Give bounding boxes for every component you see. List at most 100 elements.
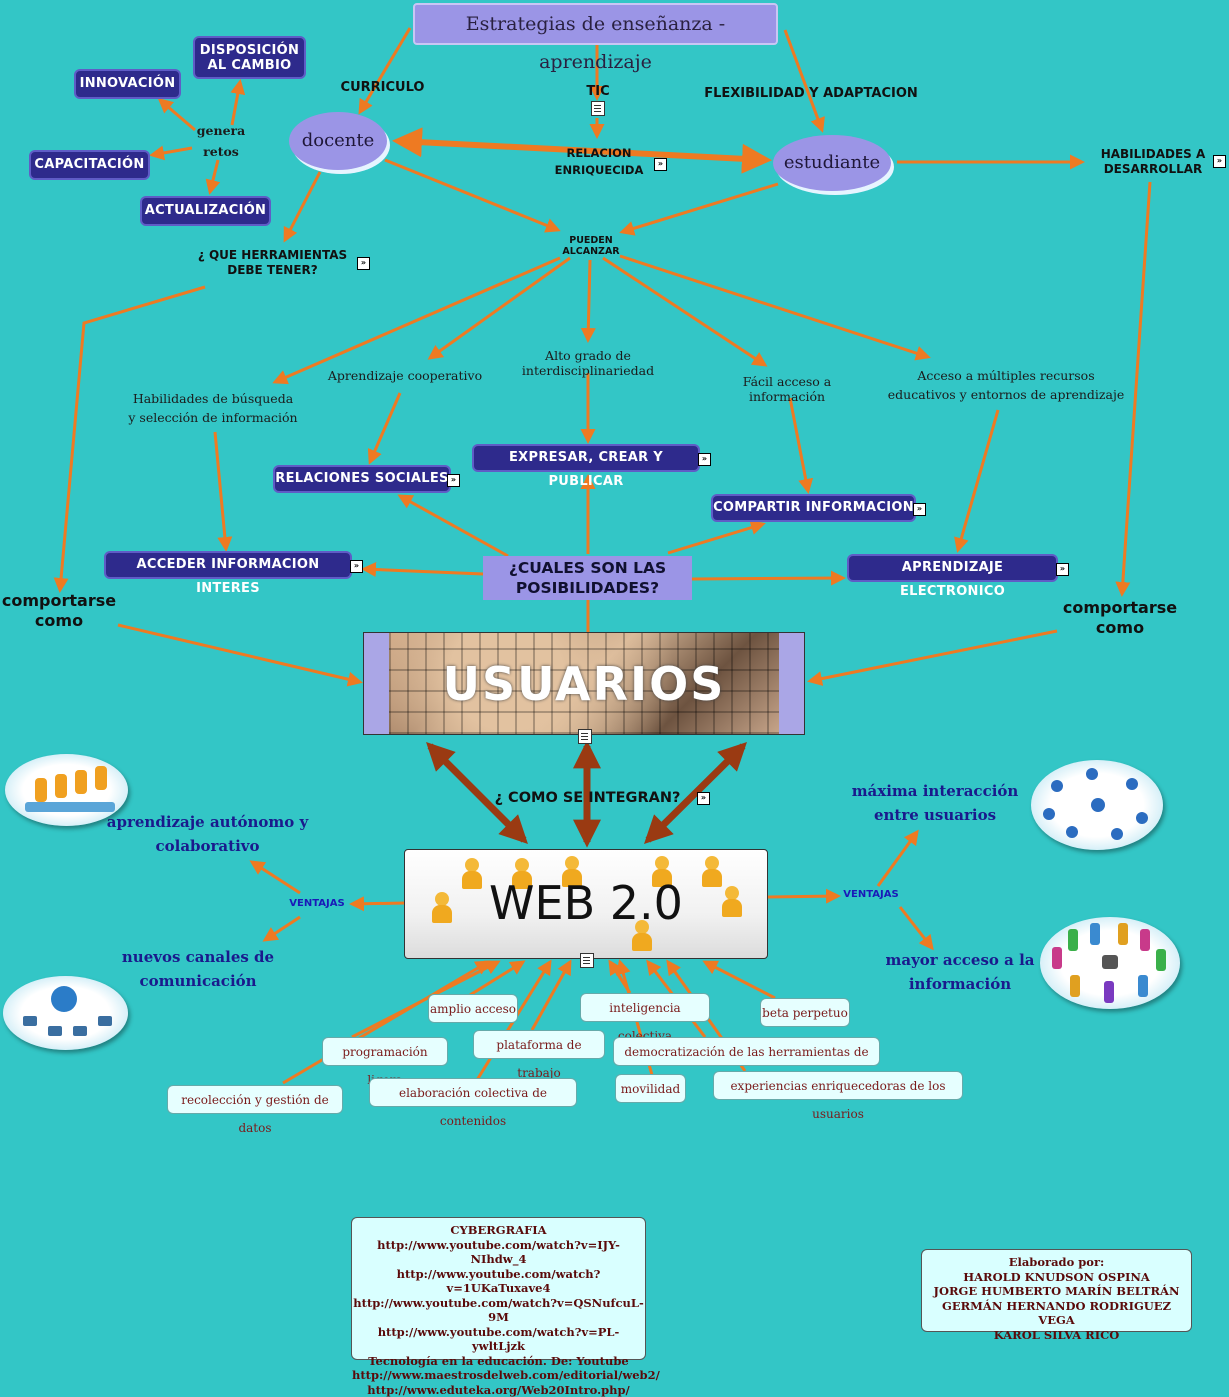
- label-relacion: RELACION ENRIQUECIDA: [546, 145, 652, 179]
- node-usuarios[interactable]: USUARIOS: [363, 632, 805, 735]
- node-cuales-son[interactable]: ¿CUALES SON LAS POSIBILIDADES?: [483, 556, 692, 600]
- label-maxima-interaccion: máxima interacción entre usuarios: [845, 779, 1025, 827]
- arrow-pueden-cooperativo: [430, 258, 570, 358]
- arrow-comportarse-usuarios-izq: [118, 625, 360, 682]
- expand-icon[interactable]: »: [1056, 563, 1069, 576]
- node-innovacion[interactable]: INNOVACIÓN: [74, 69, 181, 99]
- network-users-image: [1031, 760, 1163, 850]
- tag-movilidad[interactable]: movilidad: [615, 1074, 686, 1103]
- label-ventajas-izq: VENTAJAS: [283, 898, 351, 909]
- label-flexibilidad: FLEXIBILIDAD Y ADAPTACION: [690, 86, 932, 101]
- concept-map: Estrategias de enseñanza - aprendizaje C…: [0, 0, 1229, 1362]
- expand-icon[interactable]: »: [913, 503, 926, 516]
- arrow-web-ventajas-der: [768, 896, 838, 897]
- arrow-web-ventajas-izq: [352, 903, 405, 904]
- label-pueden-alcanzar: PUEDEN ALCANZAR: [556, 235, 626, 257]
- node-aprendizaje-electronico[interactable]: APRENDIZAJE ELECTRONICO: [847, 554, 1058, 582]
- node-web20[interactable]: WEB 2.0: [404, 849, 768, 959]
- credits-title: Elaborado por:: [922, 1255, 1191, 1270]
- arrow-title-curriculo: [360, 28, 410, 112]
- cybergrafia-box: CYBERGRAFIA http://www.youtube.com/watch…: [351, 1217, 646, 1360]
- arrow-facil-compartir: [790, 398, 808, 491]
- credits-box: Elaborado por: HAROLD KNUDSON OSPINA JOR…: [921, 1249, 1192, 1332]
- label-comportarse-izq: comportarse como: [0, 591, 118, 631]
- credits-name: KAROL SILVA RICO: [922, 1328, 1191, 1343]
- label-comportarse-der: comportarse como: [1058, 598, 1182, 638]
- arrow-habilidades-comportarse: [1122, 182, 1150, 594]
- team-puzzle-image: [5, 754, 128, 826]
- arrow-cooperativo-relaciones: [370, 393, 400, 462]
- cybergrafia-line[interactable]: http://www.youtube.com/watch?v=PL-ywltLj…: [352, 1325, 645, 1354]
- cybergrafia-line: Tecnología en la educación. De: Youtube: [352, 1354, 645, 1369]
- expand-icon[interactable]: »: [357, 257, 370, 270]
- tag-plataforma[interactable]: plataforma de trabajo: [473, 1030, 605, 1059]
- arrow-cuales-acceder: [364, 569, 483, 574]
- expand-icon[interactable]: »: [1213, 155, 1226, 168]
- label-aprendizaje-autonomo: aprendizaje autónomo y colaborativo: [105, 810, 310, 858]
- label-tic: TIC: [578, 84, 618, 99]
- label-facil-acceso: Fácil acceso a información: [704, 374, 870, 404]
- credits-name: JORGE HUMBERTO MARÍN BELTRÁN: [922, 1284, 1191, 1299]
- web20-label: WEB 2.0: [405, 850, 767, 958]
- node-docente[interactable]: docente: [289, 112, 387, 170]
- crowd-network-image: [1040, 917, 1180, 1009]
- arrow-ventajas-maxima: [878, 832, 917, 886]
- arrow-genera-capacitacion: [152, 148, 192, 155]
- arrow-busqueda-acceder: [215, 432, 226, 549]
- note-icon[interactable]: [578, 729, 592, 744]
- label-acceso-multiples: Acceso a múltiples recursos educativos y…: [886, 366, 1126, 404]
- label-que-herramientas: ¿ QUE HERRAMIENTAS DEBE TENER?: [190, 248, 355, 278]
- label-mayor-acceso: mayor acceso a la información: [885, 948, 1035, 996]
- arrow-comportarse-usuarios-der: [810, 631, 1057, 681]
- node-disposicion[interactable]: DISPOSICIÓN AL CAMBIO: [193, 36, 306, 79]
- tag-amplio[interactable]: amplio acceso: [428, 994, 518, 1023]
- root-title[interactable]: Estrategias de enseñanza - aprendizaje: [413, 3, 778, 45]
- cybergrafia-line[interactable]: http://www.maestrosdelweb.com/editorial/…: [352, 1368, 645, 1383]
- arrow-ventajas-canales: [265, 917, 300, 940]
- node-estudiante[interactable]: estudiante: [773, 135, 891, 191]
- node-acceder[interactable]: ACCEDER INFORMACION INTERES: [104, 551, 352, 579]
- cybergrafia-line[interactable]: http://www.eduteka.org/Web20Intro.php/: [352, 1383, 645, 1397]
- expand-icon[interactable]: »: [697, 792, 710, 805]
- expand-icon[interactable]: »: [447, 474, 460, 487]
- tag-beta[interactable]: beta perpetuo: [760, 998, 850, 1027]
- label-ventajas-der: VENTAJAS: [838, 889, 904, 900]
- arrow-docente-pueden: [385, 160, 558, 230]
- cybergrafia-line[interactable]: http://www.youtube.com/watch?v=1UKaTuxav…: [352, 1267, 645, 1296]
- tag-inteligencia[interactable]: inteligencia colectiva: [580, 993, 710, 1022]
- credits-name: HAROLD KNUDSON OSPINA: [922, 1270, 1191, 1285]
- arrow-plataforma-web: [532, 962, 570, 1030]
- credits-name: GERMÁN HERNANDO RODRIGUEZ VEGA: [922, 1299, 1191, 1328]
- tag-recoleccion[interactable]: recolección y gestión de datos: [167, 1085, 343, 1114]
- expand-icon[interactable]: »: [654, 158, 667, 171]
- cybergrafia-line[interactable]: http://www.youtube.com/watch?v=QSNufcuL-…: [352, 1296, 645, 1325]
- arrow-genera-disposicion: [232, 82, 240, 125]
- arrow-genera-actualizacion: [210, 160, 218, 192]
- cybergrafia-line[interactable]: http://www.youtube.com/watch?v=IJY-NIhdw…: [352, 1238, 645, 1267]
- tag-experiencias[interactable]: experiencias enriquecedoras de los usuar…: [713, 1071, 963, 1100]
- arrow-acceso-electronico: [958, 410, 998, 550]
- tag-programacion[interactable]: programación ligera: [322, 1037, 448, 1066]
- node-expresar[interactable]: EXPRESAR, CREAR Y PUBLICAR: [472, 444, 700, 472]
- arrow-estudiante-pueden: [622, 184, 778, 232]
- arrow-cuales-compartir: [668, 524, 763, 553]
- label-genera-retos: genera retos: [188, 120, 254, 162]
- expand-icon[interactable]: »: [350, 560, 363, 573]
- tag-democratizacion[interactable]: democratización de las herramientas de a…: [613, 1037, 880, 1066]
- expand-icon[interactable]: »: [698, 453, 711, 466]
- node-capacitacion[interactable]: CAPACITACIÓN: [29, 150, 150, 180]
- tag-elaboracion[interactable]: elaboración colectiva de contenidos: [369, 1078, 577, 1107]
- arrow-cuales-relaciones: [400, 496, 508, 556]
- label-nuevos-canales: nuevos canales de comunicación: [118, 945, 278, 993]
- network-globe-image: [3, 976, 128, 1050]
- arrow-pueden-acceso: [620, 256, 928, 357]
- note-icon[interactable]: [580, 953, 594, 968]
- node-actualizacion[interactable]: ACTUALIZACIÓN: [140, 196, 271, 226]
- node-relaciones-sociales[interactable]: RELACIONES SOCIALES: [273, 465, 451, 493]
- note-icon[interactable]: [591, 101, 605, 116]
- label-aprendizaje-cooperativo: Aprendizaje cooperativo: [326, 368, 484, 383]
- usuarios-label: USUARIOS: [364, 633, 804, 734]
- label-habilidades-busqueda: Habilidades de búsqueda y selección de i…: [128, 389, 298, 427]
- cybergrafia-title: CYBERGRAFIA: [352, 1223, 645, 1238]
- node-compartir[interactable]: COMPARTIR INFORMACION: [711, 494, 916, 522]
